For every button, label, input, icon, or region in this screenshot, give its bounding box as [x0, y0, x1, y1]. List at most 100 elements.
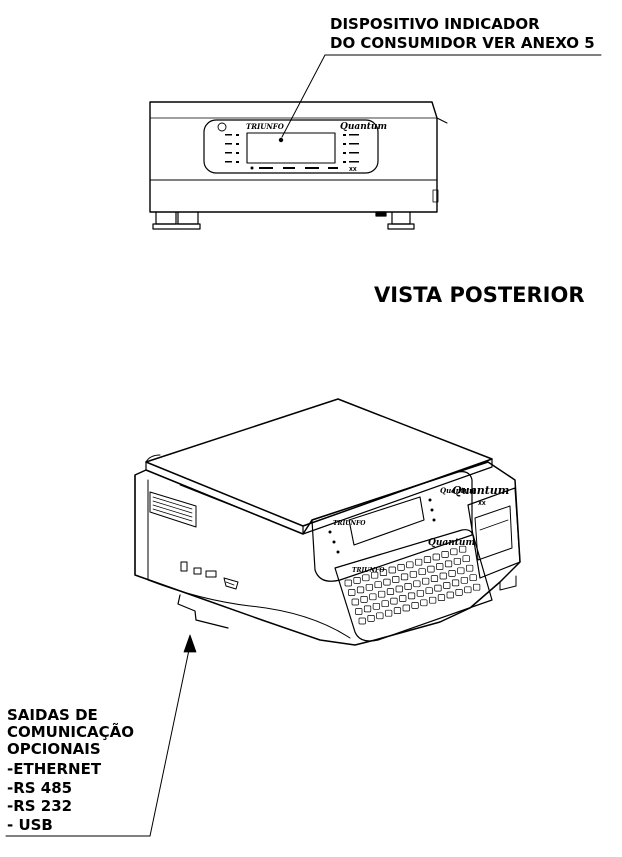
- rear-brand-label: TRIUNFO: [246, 122, 285, 131]
- keyboard-key: [400, 573, 409, 581]
- keyboard-key: [376, 612, 384, 620]
- label-plate-text: [152, 496, 193, 522]
- keyboard-key: [385, 609, 393, 617]
- keyboard-key: [427, 565, 435, 573]
- bottom-bracket: [177, 594, 229, 629]
- callout-bottom-line: OPCIONAIS: [7, 740, 101, 758]
- keyboard-key: [448, 570, 456, 577]
- keyboard-key: [367, 615, 375, 622]
- rear-bottom-tab: [375, 211, 387, 217]
- keyboard-key: [371, 571, 379, 579]
- keyboard-key: [383, 578, 391, 586]
- keyboard-key: [355, 608, 363, 615]
- keyboard-key: [360, 596, 368, 603]
- keyboard-key: [415, 558, 423, 566]
- rear-foot-mid: [177, 211, 199, 225]
- keyboard-key: [348, 589, 356, 596]
- body-contour: [179, 484, 271, 521]
- keyboard-key: [392, 576, 400, 583]
- keyboard-key: [374, 581, 382, 589]
- operator-brand-label: TRIUNFO: [333, 520, 366, 527]
- keyboard-key: [395, 585, 403, 593]
- callout-top-line2: DO CONSUMIDOR VER ANEXO 5: [330, 34, 595, 52]
- rear-foot-left-pad: [152, 223, 201, 230]
- keyboard-key: [459, 545, 467, 553]
- printer-model-suffix: XX: [478, 501, 486, 507]
- operator-panel: [311, 471, 473, 582]
- keyboard-brand-label: TRIUNFO: [352, 567, 385, 574]
- keyboard-key: [344, 579, 352, 587]
- weighing-platter: [145, 398, 493, 527]
- keyboard-key: [443, 582, 451, 589]
- right-foot: [499, 575, 517, 591]
- rear-side-connector: [432, 189, 439, 203]
- keyboard-key: [420, 599, 428, 607]
- keyboard-key: [457, 567, 465, 575]
- keyboard-key: [441, 551, 449, 558]
- printer-window: [474, 505, 513, 561]
- keyboard-model-label: Quantum: [428, 538, 475, 548]
- keyboard-key: [451, 579, 460, 587]
- callout-top-line1: DISPOSITIVO INDICADOR: [330, 15, 540, 33]
- keyboard-key: [450, 548, 458, 556]
- keyboard-key: [460, 576, 468, 584]
- label-plate: [149, 491, 197, 528]
- isometric-device: TRIUNFO Quantum TRIUNFO Quantum Quantum …: [134, 398, 521, 646]
- keyboard-key: [378, 590, 386, 598]
- keyboard-key: [397, 564, 405, 571]
- keyboard-key: [381, 600, 389, 608]
- callout-bottom-line: -RS 485: [7, 779, 72, 797]
- ethernet-port: [193, 567, 202, 575]
- rear-view-device: TRIUNFO Quantum XX: [149, 101, 448, 230]
- keyboard-key: [434, 584, 442, 592]
- keyboard-key: [436, 563, 444, 570]
- rs232-port: [223, 577, 239, 590]
- operator-display: [348, 496, 425, 546]
- keyboard-key: [439, 572, 447, 580]
- keyboard-key: [411, 602, 419, 609]
- rear-side-cable: [436, 117, 448, 124]
- keyboard-key: [464, 586, 472, 594]
- customer-display-screen: [246, 132, 336, 164]
- callout-bottom-line: SAIDAS DE: [7, 706, 98, 724]
- keyboard-key: [409, 570, 417, 578]
- brand-logo-icon: [217, 122, 227, 132]
- keyboard-key: [430, 575, 439, 582]
- printer-model-label: Quantum: [452, 484, 509, 497]
- keyboard-key: [416, 589, 424, 597]
- keyboard-key: [407, 592, 416, 600]
- rear-model-label: Quantum: [340, 122, 387, 132]
- keyboard-key: [365, 583, 373, 591]
- keyboard-key: [469, 574, 477, 582]
- platter-side-edge: [302, 458, 493, 535]
- keyboard-key: [363, 605, 372, 613]
- callout-bottom-line: - USB: [7, 816, 53, 834]
- keyboard-key: [423, 556, 432, 563]
- keyboard-key: [413, 580, 421, 588]
- operator-model-label: Quantum: [440, 486, 477, 495]
- keyboard-key: [372, 602, 380, 610]
- body-curve: [147, 479, 351, 639]
- keyboard-key: [369, 593, 377, 601]
- keyboard-key: [386, 588, 395, 595]
- operator-leds: [328, 498, 436, 554]
- arrow-head-icon: [183, 634, 197, 653]
- view-title: VISTA POSTERIOR: [374, 283, 585, 307]
- customer-display-panel: [203, 119, 379, 174]
- keyboard-key: [462, 555, 470, 563]
- keyboard-key: [406, 561, 414, 569]
- rear-model-suffix: XX: [349, 167, 357, 173]
- keyboard-key: [399, 595, 407, 602]
- keyboard-key: [466, 564, 474, 572]
- usb-port: [180, 561, 188, 572]
- keyboard-key: [404, 583, 412, 590]
- keyboard-key: [444, 560, 453, 568]
- rear-body-outline: [149, 101, 438, 213]
- keyboard-key: [388, 566, 396, 574]
- platter-corner: [145, 454, 161, 463]
- keyboard-key: [379, 569, 388, 576]
- printer-module: [467, 487, 521, 579]
- right-indicator-leds: [343, 134, 359, 163]
- keyboard-key: [390, 597, 398, 605]
